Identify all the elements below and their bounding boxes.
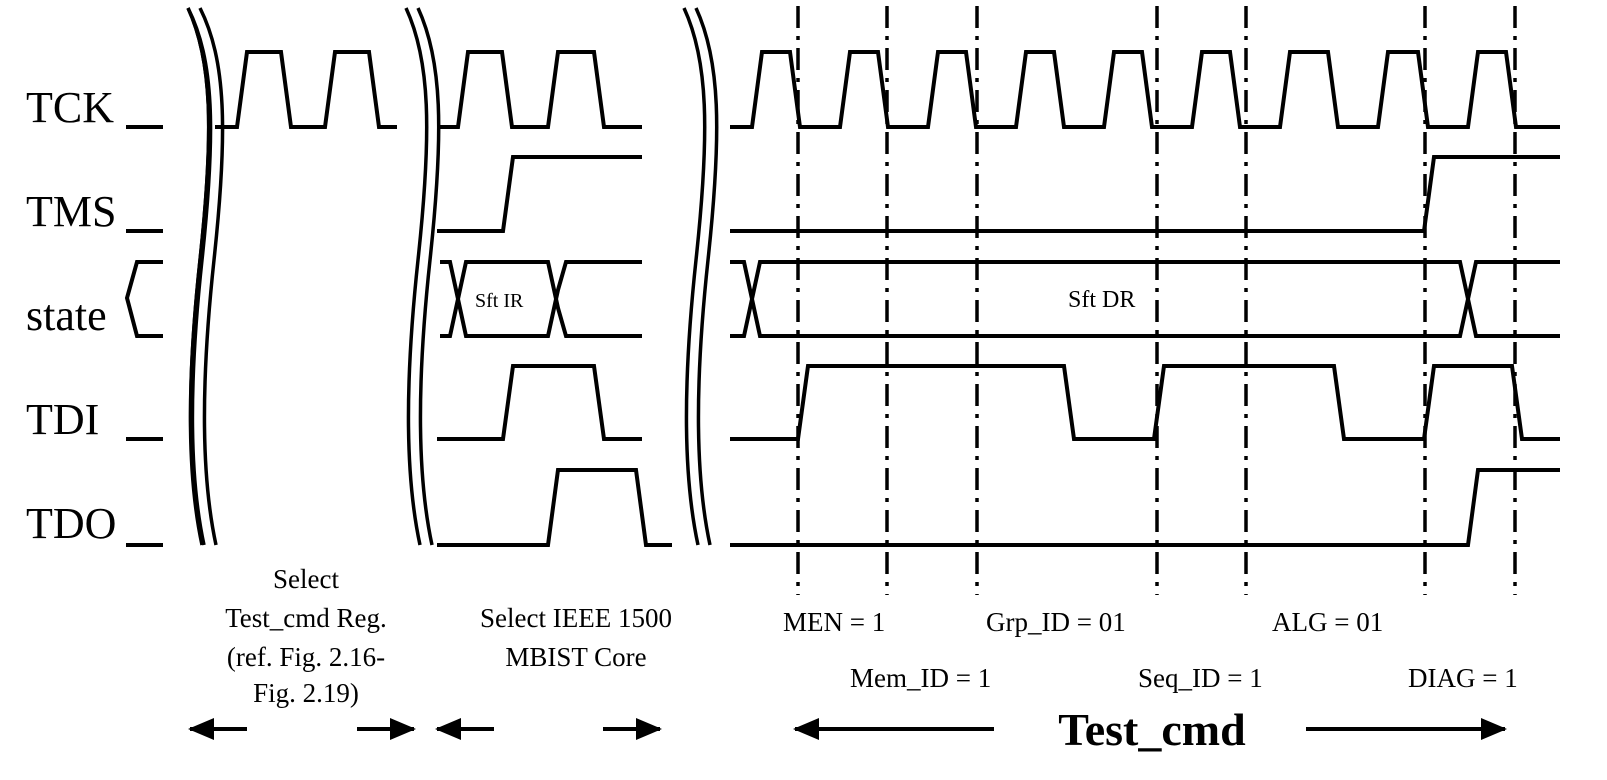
- break-mark-2: [404, 7, 441, 546]
- caption-line-4: Fig. 2.19): [253, 678, 359, 708]
- caption-line-2: Test_cmd Reg.: [225, 603, 387, 633]
- caption-select-core: Select IEEE 1500 MBIST Core: [480, 603, 672, 672]
- tdi-wave-3: [730, 364, 1560, 441]
- label-tdo: TDO: [26, 499, 116, 548]
- state-wave-3: [730, 260, 1560, 338]
- break-mark-1: [186, 7, 225, 546]
- test-cmd-label: Test_cmd: [1058, 704, 1246, 755]
- break-mark-3: [682, 7, 719, 546]
- field-grp-id: Grp_ID = 01: [986, 607, 1126, 637]
- field-mem-id: Mem_ID = 1: [850, 663, 991, 693]
- label-tck: TCK: [26, 83, 114, 132]
- tms-wave-2: [437, 155, 642, 233]
- label-tms: TMS: [26, 187, 116, 236]
- tdo-wave-2: [437, 468, 672, 547]
- label-tdi: TDI: [26, 395, 99, 444]
- state-sft-dr: Sft DR: [1068, 287, 1135, 313]
- caption-core-line-2: MBIST Core: [505, 642, 646, 672]
- tck-wave-3: [730, 50, 1560, 129]
- field-men: MEN = 1: [783, 607, 885, 637]
- tck-wave-2: [437, 50, 642, 129]
- field-diag: DIAG = 1: [1408, 663, 1518, 693]
- caption-line-3: (ref. Fig. 2.16-: [227, 642, 385, 672]
- label-state: state: [26, 291, 107, 340]
- state-sft-ir: Sft IR: [475, 290, 524, 312]
- caption-select-test-cmd: Select Test_cmd Reg. (ref. Fig. 2.16- Fi…: [225, 564, 387, 708]
- tdo-wave-3: [730, 468, 1560, 547]
- tck-wave-1: [215, 50, 397, 129]
- state-stub: [124, 260, 163, 338]
- caption-core-line-1: Select IEEE 1500: [480, 603, 672, 633]
- field-seq-id: Seq_ID = 1: [1138, 663, 1263, 693]
- caption-line-1: Select: [273, 564, 339, 594]
- tdi-wave-2: [437, 364, 642, 441]
- field-alg: ALG = 01: [1272, 607, 1383, 637]
- state-wave-2: [440, 260, 642, 338]
- tms-wave-3: [730, 155, 1560, 233]
